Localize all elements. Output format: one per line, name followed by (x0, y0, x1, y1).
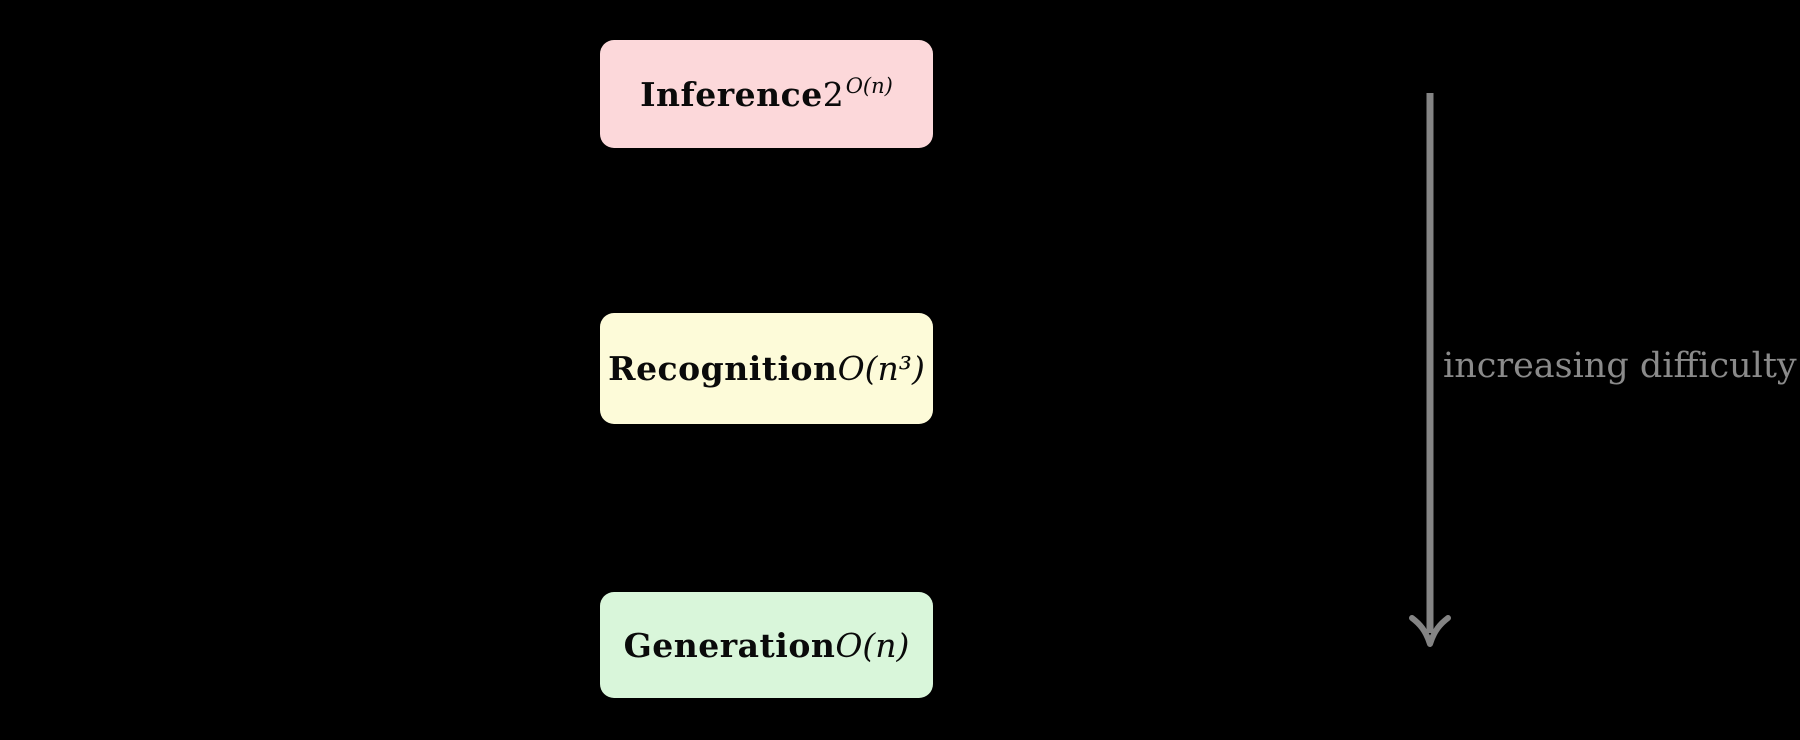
node-inference-complexity-exponent: O(n) (845, 74, 893, 98)
node-recognition-label: Recognition (608, 349, 838, 388)
node-recognition-text: RecognitionO(n³) (608, 349, 925, 388)
difficulty-arrow (1395, 75, 1465, 660)
down-arrow-icon (1409, 93, 1451, 647)
node-generation-complexity: O(n) (835, 625, 910, 665)
node-recognition: RecognitionO(n³) (600, 313, 933, 424)
node-inference: Inference2O(n) (600, 40, 933, 148)
node-inference-text: Inference2O(n) (640, 74, 893, 114)
node-inference-complexity-base: 2 (822, 75, 844, 114)
difficulty-arrow-label: increasing difficulty (1443, 346, 1797, 386)
node-generation-text: GenerationO(n) (624, 626, 910, 665)
node-recognition-complexity: O(n³) (837, 349, 925, 388)
node-inference-label: Inference (640, 75, 823, 114)
node-generation: GenerationO(n) (600, 592, 933, 698)
node-generation-label: Generation (623, 625, 836, 665)
